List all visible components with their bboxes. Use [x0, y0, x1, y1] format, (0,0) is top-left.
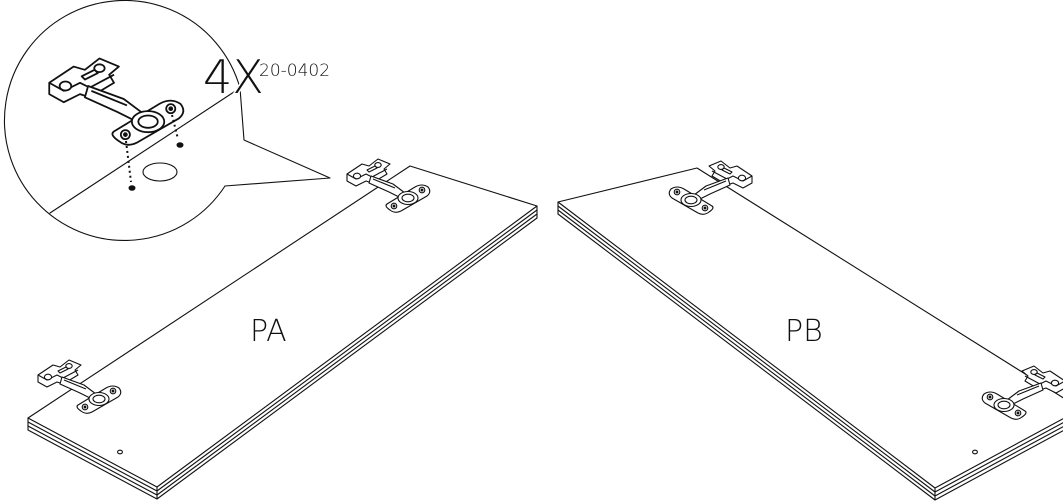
- panel-pb: PB: [557, 160, 1063, 501]
- callout-circle: [3, 0, 241, 242]
- screw-guide-line: [125, 140, 132, 183]
- cup-hole: [142, 162, 178, 182]
- panel-label-pa: PA: [250, 314, 287, 349]
- hinge-detail-callout: 4X 20-0402: [3, 0, 331, 242]
- callout-pointer: [224, 87, 331, 187]
- quantity-label: 4X: [203, 50, 264, 104]
- hinge-detail: [48, 57, 185, 146]
- screw-hole: [176, 142, 184, 148]
- panel-label-pb: PB: [785, 314, 823, 349]
- part-number-label: 20-0402: [259, 61, 330, 81]
- panel-edge-line: [49, 87, 241, 214]
- panel-pa: PA: [27, 158, 538, 500]
- panel-top-face: [557, 167, 1063, 489]
- screw-guide-line: [171, 114, 179, 140]
- drill-hole: [972, 449, 978, 455]
- screw-hole: [128, 185, 136, 191]
- drill-hole: [117, 449, 123, 455]
